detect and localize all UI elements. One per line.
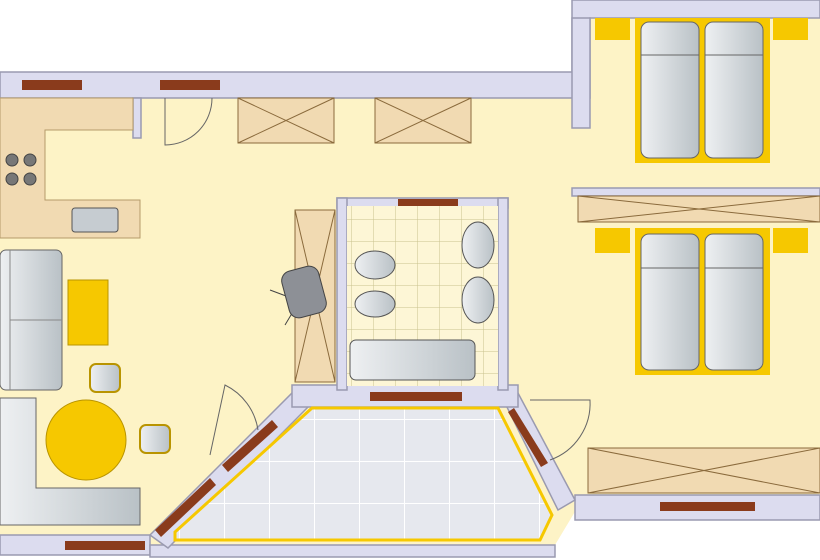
bay-window-tiled-floor — [173, 406, 554, 542]
chair — [89, 363, 121, 393]
windows — [22, 80, 755, 550]
bed-top — [595, 18, 808, 163]
washbasin — [461, 221, 495, 269]
balcony-door-right[interactable] — [530, 399, 591, 461]
bathroom-fixtures — [349, 221, 495, 381]
window — [160, 80, 220, 90]
entry-door[interactable] — [164, 97, 213, 146]
bathtub — [349, 339, 476, 381]
toilet — [354, 290, 396, 318]
window — [65, 541, 145, 550]
chair — [139, 424, 171, 454]
balcony-door-left[interactable] — [209, 384, 259, 456]
washbasin — [461, 276, 495, 324]
bed-bottom — [595, 228, 808, 375]
window — [508, 408, 548, 467]
dining-table — [45, 399, 127, 481]
window — [222, 420, 278, 472]
kitchen-counter — [0, 97, 141, 239]
bidet — [354, 250, 396, 280]
coffee-table — [67, 279, 109, 346]
window — [22, 80, 82, 90]
corner-sofa — [0, 397, 141, 526]
window — [155, 478, 216, 537]
window — [398, 199, 458, 206]
armchair-hall — [269, 265, 327, 326]
stove-icon — [5, 153, 37, 186]
window — [660, 502, 755, 511]
kitchen-sink — [71, 207, 119, 233]
window — [370, 392, 462, 401]
